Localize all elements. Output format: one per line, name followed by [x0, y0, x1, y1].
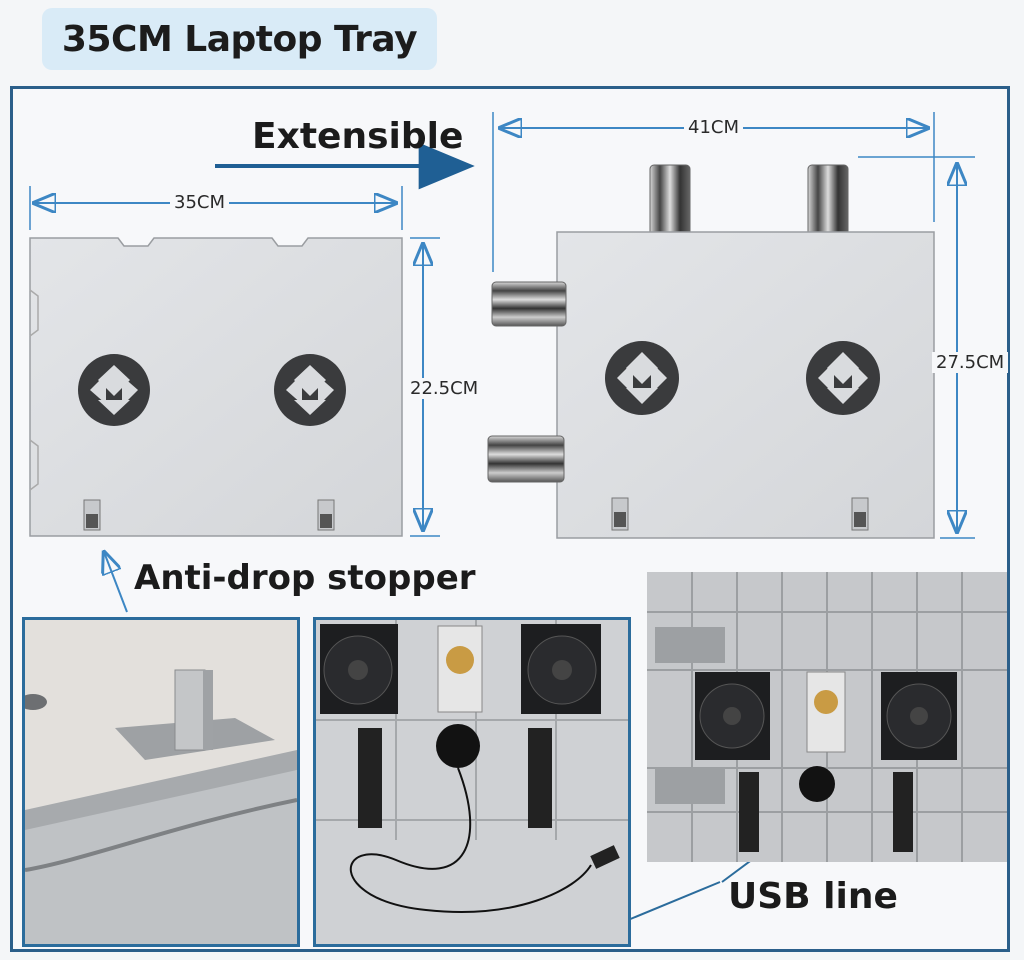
height-closed-label: 22.5CM — [406, 378, 483, 399]
width-extended-label: 41CM — [684, 117, 744, 138]
fan-vent-icon — [605, 341, 679, 415]
height-extended-label: 27.5CM — [932, 352, 1009, 373]
anti-drop-label: Anti-drop stopper — [134, 558, 476, 598]
usb-line-label: USB line — [728, 876, 898, 917]
fan-vent-icon — [274, 354, 346, 426]
anti-drop-pointer — [104, 552, 128, 613]
extensible-label: Extensible — [252, 116, 464, 157]
page-title: 35CM Laptop Tray — [42, 8, 437, 70]
underside-fans-image — [316, 620, 628, 944]
tray-extended — [487, 164, 935, 539]
underside-fans-photo — [313, 617, 631, 947]
width-closed-label: 35CM — [170, 192, 230, 213]
full-underside-photo — [647, 572, 1007, 862]
fan-vent-icon — [78, 354, 150, 426]
stopper-closeup-image — [25, 620, 297, 944]
full-underside-image — [647, 572, 1007, 862]
tray-closed — [29, 237, 403, 537]
stopper-closeup-photo — [22, 617, 300, 947]
fan-vent-icon — [806, 341, 880, 415]
